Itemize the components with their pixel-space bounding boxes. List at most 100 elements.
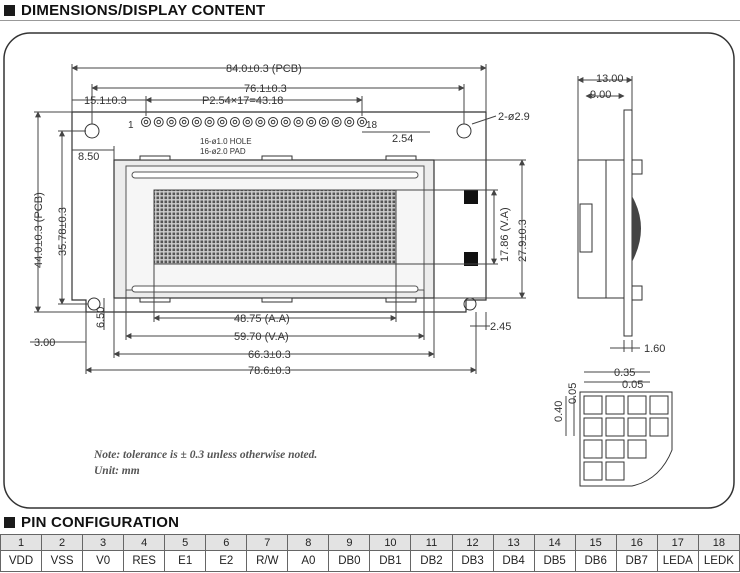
offset-label: 15.1±0.3 [84, 95, 127, 107]
pin-number: 7 [246, 534, 289, 551]
tab-2 [261, 155, 293, 161]
outline-width-label: 78.6±0.3 [248, 365, 291, 377]
bottom-gap-label: 6.50 [95, 307, 107, 328]
pin-pad [293, 117, 304, 127]
pin-hole [245, 119, 250, 125]
pin-hole [194, 119, 200, 125]
pin-number: 2 [41, 534, 84, 551]
pin-signal: E2 [205, 550, 248, 572]
hole-note-2: 16-ø2.0 PAD [200, 147, 246, 156]
pin-pad [141, 117, 151, 127]
pin-hole [258, 119, 263, 125]
pcb-width-label: 84.0±0.3 (PCB) [226, 63, 302, 75]
side-window [579, 203, 593, 253]
pin-pad [357, 117, 367, 127]
side-9-label: 9.00 [590, 89, 611, 101]
left-bottom-label: 3.00 [34, 337, 55, 349]
pin-span-label: 76.1±0.3 [244, 83, 287, 95]
pin-signal: LEDK [697, 550, 740, 572]
pin-hole [296, 119, 301, 125]
pin-number: 10 [369, 534, 412, 551]
hole-note-1: 16-ø1.0 HOLE [200, 137, 252, 146]
pin-signal: DB6 [574, 550, 617, 572]
pin-hole [207, 119, 212, 125]
pin-number: 16 [615, 534, 658, 551]
pin-signal: E1 [164, 550, 207, 572]
pin-pad [268, 117, 279, 127]
tab-3 [385, 155, 417, 161]
pin-pad [318, 117, 329, 127]
dot-035-label: 0.35 [614, 367, 635, 379]
pin-number: 5 [164, 534, 207, 551]
pin-hole [346, 119, 352, 125]
pin-hole [283, 119, 289, 125]
header-divider [0, 20, 740, 21]
pin-hole [232, 119, 238, 125]
pin-pad [191, 117, 202, 127]
section-marker [4, 516, 15, 528]
dimension-diagram: 84.0±0.3 (PCB) 76.1±0.3 P2.54×17=43.18 1… [3, 32, 735, 509]
hole-label: 2-ø2.9 [498, 111, 530, 123]
dot-detail [565, 371, 673, 487]
aa-height-label: 17.86 (V.A) [499, 207, 511, 262]
dot-040-label: 0.40 [553, 401, 565, 422]
pin-pad [179, 117, 190, 127]
pin-signal: DB7 [615, 550, 658, 572]
pins-header: PIN CONFIGURATION [4, 512, 179, 532]
right-bottom-label: 2.45 [490, 321, 511, 333]
pin-hole [321, 119, 327, 125]
pin-signal: DB1 [369, 550, 412, 572]
pin-pad [255, 117, 266, 127]
side-bump [632, 196, 641, 262]
dimensions-title: DIMENSIONS/DISPLAY CONTENT [21, 1, 266, 19]
pin-hole [219, 119, 225, 125]
tab-4 [139, 297, 171, 303]
pin-hole [334, 119, 339, 125]
side-160-label: 1.60 [644, 343, 665, 355]
pin-signal: A0 [287, 550, 330, 572]
inner-height-label: 35.78±0.3 [57, 207, 69, 256]
pin-signal: DB0 [328, 550, 371, 572]
pin-hole [359, 119, 365, 125]
pin-number: 12 [451, 534, 494, 551]
dot-005b-label: 0.05 [567, 383, 579, 404]
bottom-filament [131, 285, 419, 293]
pin-number: 8 [287, 534, 330, 551]
side-13-label: 13.00 [596, 73, 624, 85]
pin-number: 3 [82, 534, 125, 551]
active-area [153, 189, 397, 265]
side-body [605, 159, 625, 299]
va-height-label: 27.9±0.3 [517, 219, 529, 262]
pin-number: 15 [574, 534, 617, 551]
bezel-width-label: 66.3±0.3 [248, 349, 291, 361]
pin-signal: LEDA [656, 550, 699, 572]
section-marker [4, 4, 15, 16]
right-block-bottom [464, 252, 478, 266]
tab-1 [139, 155, 171, 161]
pitch-label: P2.54×17=43.18 [202, 95, 283, 107]
pin-pad [204, 117, 215, 127]
pin-right-label: 18 [366, 120, 378, 131]
diagram-frame [3, 32, 735, 509]
tab-5 [261, 297, 293, 303]
unit-note: Unit: mm [94, 465, 140, 477]
side-pin-top [631, 159, 643, 175]
pin-hole [169, 119, 174, 125]
pin-hole [181, 119, 187, 125]
pin-number: 13 [492, 534, 535, 551]
pin-number: 17 [656, 534, 699, 551]
pin-signal: DB5 [533, 550, 576, 572]
pin-signal: VDD [0, 550, 43, 572]
tab-6 [385, 297, 417, 303]
pad-group [141, 117, 367, 127]
va-width-label: 59.70 (V.A) [234, 331, 289, 343]
dot-005a-label: 0.05 [622, 379, 643, 391]
pin-number: 18 [697, 534, 740, 551]
pin-hole [270, 119, 276, 125]
pin-pad [153, 117, 164, 127]
pin-pad [344, 117, 355, 127]
pin-signal: R/W [246, 550, 289, 572]
